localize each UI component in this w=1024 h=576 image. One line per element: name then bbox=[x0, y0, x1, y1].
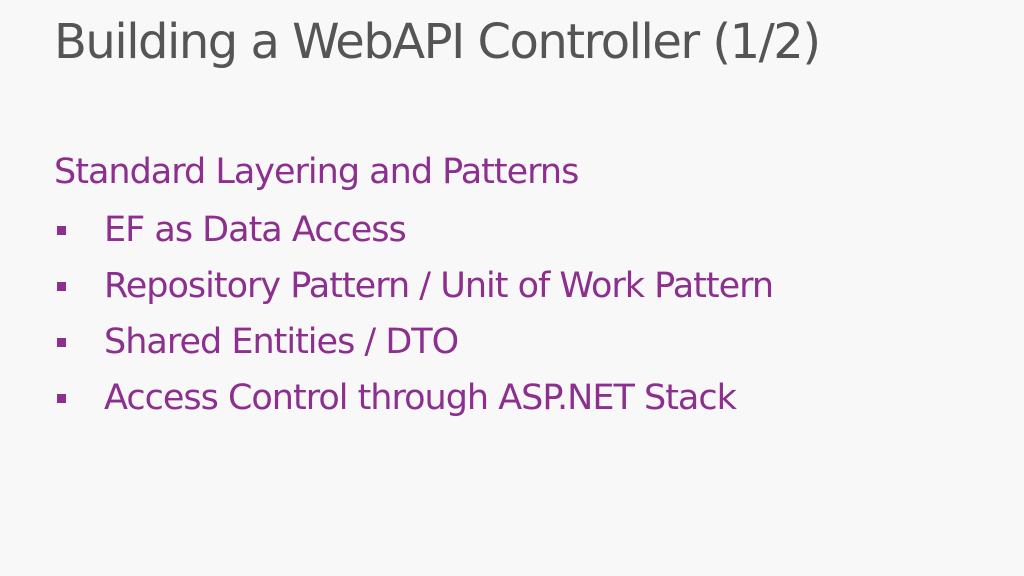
bullet-text: Access Control through ASP.NET Stack bbox=[104, 378, 737, 418]
bullet-item-access-control: Access Control through ASP.NET Stack bbox=[54, 376, 1004, 432]
square-bullet-icon bbox=[57, 338, 66, 347]
bullet-text: EF as Data Access bbox=[104, 210, 407, 250]
section-heading: Standard Layering and Patterns bbox=[54, 152, 579, 192]
bullet-item-shared-entities: Shared Entities / DTO bbox=[54, 320, 1004, 376]
bullet-text: Repository Pattern / Unit of Work Patter… bbox=[104, 266, 774, 306]
slide-title: Building a WebAPI Controller (1/2) bbox=[54, 14, 821, 70]
bullet-list: EF as Data Access Repository Pattern / U… bbox=[54, 208, 1004, 432]
bullet-text: Shared Entities / DTO bbox=[104, 322, 459, 362]
slide-content: Standard Layering and Patterns EF as Dat… bbox=[54, 148, 1004, 432]
square-bullet-icon bbox=[57, 282, 66, 291]
bullet-item-ef-data-access: EF as Data Access bbox=[54, 208, 1004, 264]
square-bullet-icon bbox=[57, 394, 66, 403]
bullet-item-repository-pattern: Repository Pattern / Unit of Work Patter… bbox=[54, 264, 1004, 320]
square-bullet-icon bbox=[57, 226, 66, 235]
